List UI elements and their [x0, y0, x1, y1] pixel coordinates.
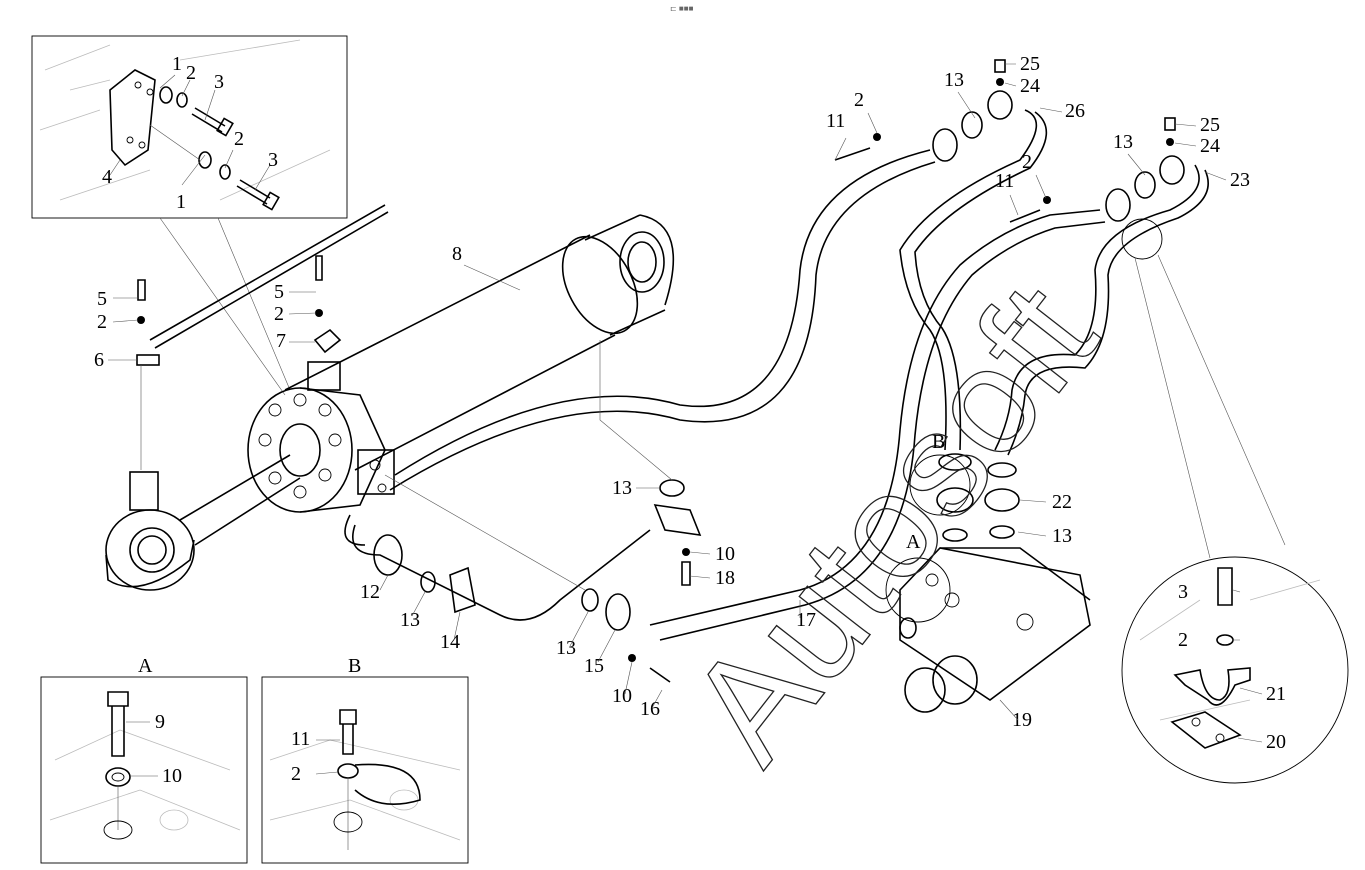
callout-label: 13 [556, 637, 576, 659]
callout-label: 2 [1178, 629, 1188, 651]
hose-group-lower [344, 340, 702, 683]
callout-label: 18 [715, 567, 735, 589]
callout-label: 5 [97, 288, 107, 310]
callout-label: 12 [360, 581, 380, 603]
callout-label: 2 [97, 311, 107, 333]
leader-lines [108, 63, 1263, 777]
hose-group-upper [389, 59, 1209, 641]
hydraulic-cylinder [105, 214, 675, 591]
callout-label: 9 [155, 711, 165, 733]
inset-b-title: B [348, 655, 361, 677]
inset-b [261, 676, 469, 864]
support-rod [136, 204, 389, 470]
callout-label: 24 [1020, 75, 1040, 97]
callout-label: 25 [1020, 53, 1040, 75]
callout-label: 19 [1012, 709, 1032, 731]
callout-label: 2 [1022, 151, 1032, 173]
callout-label: 8 [452, 243, 462, 265]
callout-label: 17 [796, 609, 816, 631]
watermark: Autosoft [656, 254, 1127, 791]
callout-label: 11 [826, 110, 845, 132]
callout-label: 13 [944, 69, 964, 91]
callout-label: 16 [640, 698, 660, 720]
callout-label: 3 [214, 71, 224, 93]
callout-label: 23 [1230, 169, 1250, 191]
callout-label: 1 [176, 191, 186, 213]
inset-top-left [31, 35, 348, 219]
callout-label: 10 [612, 685, 632, 707]
callout-label: 26 [1065, 100, 1085, 122]
callout-label: 24 [1200, 135, 1220, 157]
callout-label: 14 [440, 631, 460, 653]
callout-label: 5 [274, 281, 284, 303]
callout-label: 11 [291, 728, 310, 750]
valve-block [885, 453, 1091, 713]
callout-label: 3 [1178, 581, 1188, 603]
callout-label: 13 [1052, 525, 1072, 547]
callout-label: 13 [1113, 131, 1133, 153]
callout-label: 10 [162, 765, 182, 787]
callout-label: 25 [1200, 114, 1220, 136]
callout-label: 20 [1266, 731, 1286, 753]
callout-label: 3 [268, 149, 278, 171]
callout-label: B [932, 431, 945, 453]
inset-a-title: A [138, 655, 153, 677]
callout-label: 21 [1266, 683, 1286, 705]
callout-label: 15 [584, 655, 604, 677]
callout-label: 2 [274, 303, 284, 325]
header-mark: ⊏ ■■■ [670, 4, 694, 13]
callout-label: 7 [276, 330, 286, 352]
inset-a [40, 676, 248, 864]
callout-label: 2 [186, 62, 196, 84]
callout-label: 2 [291, 763, 301, 785]
callout-label: 13 [400, 609, 420, 631]
plate-part [109, 69, 156, 167]
callout-label: 1 [172, 53, 182, 75]
detail-circle-right [1121, 218, 1349, 784]
callout-label: 2 [854, 89, 864, 111]
callout-label: A [906, 531, 921, 553]
callout-label: 11 [995, 170, 1014, 192]
callout-labels: 1 2 3 4 2 3 1 5 2 6 5 2 7 8 11 2 13 25 2… [94, 53, 1286, 787]
callout-label: 10 [715, 543, 735, 565]
callout-label: 13 [612, 477, 632, 499]
callout-label: 6 [94, 349, 104, 371]
callout-label: 2 [234, 128, 244, 150]
callout-label: 22 [1052, 491, 1072, 513]
callout-label: 4 [102, 166, 112, 188]
